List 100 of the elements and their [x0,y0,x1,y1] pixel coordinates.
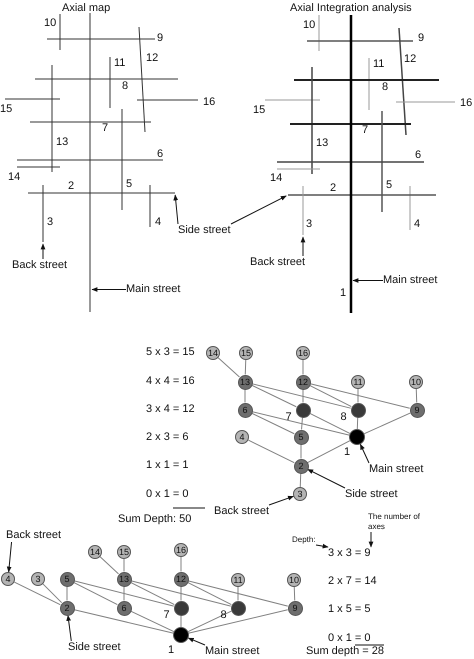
axial-line-number: 8 [122,80,128,93]
graph-edge [130,582,175,606]
axial-line-number: 11 [373,58,384,71]
graph-edge [188,610,232,632]
pointer-arrow [352,278,384,283]
axial-line-number: 4 [414,218,420,231]
map-title: Axial map [62,2,110,15]
graph-edge [307,440,350,464]
graph-node-circle: 9 [410,402,424,418]
depth-equation: 2 x 3 = 6 [146,431,189,444]
axial-line-number: 2 [68,180,74,193]
depth-equation: 3 x 3 = 9 [328,547,371,560]
pointer-arrow [368,532,374,548]
node-number: 1 [344,446,350,459]
graph-edge [302,360,304,375]
graph-node-circle: 4 [235,430,249,444]
axial-line-number: 13 [56,136,68,149]
depth-equation: Sum depth = 28 [306,645,384,658]
graph-edge [251,384,297,408]
graph-node-circle: 11 [231,573,245,587]
depth-equation: 1 x 1 = 1 [146,459,189,472]
pointer-arrow [268,496,294,506]
graph-node-circle: 14 [206,346,220,360]
graph-node-circle: 12 [296,374,310,390]
pointer-label: Side street [345,488,398,501]
map-title: Axial Integration analysis [290,2,412,15]
pointer-arrow [360,444,370,464]
graph-edge [252,383,352,409]
axial-line-number: 5 [386,179,392,192]
axial-line-number: 9 [157,32,164,45]
graph-node-circle: 11 [351,375,365,389]
pointer-label: Back street [214,505,270,518]
axial-line-number: 15 [0,103,12,116]
node-number: 7 [164,609,170,622]
pointer-label: Side street [68,641,121,654]
axial-line [28,192,176,194]
graph-node-circle: 12 [174,572,188,586]
node-number: 7 [286,411,292,424]
graph-edge [100,556,119,574]
graph-node-circle: 3 [31,572,45,586]
graph-edge [310,383,410,409]
axial-line-number: 14 [270,172,282,185]
graph-edge [252,411,350,436]
graph-edge [73,582,118,606]
axial-line-number: 16 [203,96,216,109]
axial-line-number: 13 [316,137,328,150]
graph-edge [251,412,295,434]
node-number: 8 [340,411,347,424]
pointer-label: Back street [12,259,68,272]
graph-node-circle: 10 [409,375,423,389]
graph-edge [74,609,174,634]
graph-node-circle: 4 [1,572,15,586]
pointer-label: Main street [205,645,260,658]
depth-equation: 5 x 3 = 15 [146,346,195,359]
pointer-arrow [307,468,346,488]
axial-line-number: 5 [126,178,132,191]
depth-equation: 0 x 1 = 0 [146,488,189,501]
graph-node-circle: 16 [174,543,188,557]
graph-node-circle: 14 [88,545,102,559]
graph-edge [248,440,295,464]
graph-node-circle: 15 [239,346,253,360]
graph-node-circle: 6 [116,600,132,616]
graph-edge [244,360,246,375]
graph-edge [66,586,68,601]
graph-edge [302,389,304,403]
graph-node-circle: 5 [60,572,74,586]
pointer-arrow [316,544,329,548]
graph-node-circle: 13 [238,374,252,390]
pointer-label: Main street [383,274,438,287]
pointer-arrow [40,243,46,260]
pointer-label: Main street [126,283,180,296]
axial-line [350,15,352,313]
depth-equation: 0 x 1 = 0 [328,632,371,645]
pointer-arrow [230,195,287,224]
graph-node-circle: 10 [287,573,301,587]
pointer-label: Back street [6,529,62,542]
depth-equation: 4 x 4 = 16 [146,375,195,388]
pointer-arrow [300,236,306,256]
axial-line-number: 15 [253,104,266,117]
graph-node-circle: 15 [117,545,131,559]
graph-node-circle: 3 [293,487,307,501]
graph-edge [14,582,61,606]
graph-node-circle: 2 [60,600,74,616]
axial-line-number: 1 [340,287,346,300]
axial-line-number: 16 [460,97,472,110]
axial-line-number: 6 [415,149,422,162]
graph-edge [309,412,350,434]
pointer-arrow [66,614,72,642]
axial-line-number: 8 [382,81,388,94]
graph-edge [180,586,182,601]
graph-edge [180,556,182,572]
graph-edge [218,357,240,378]
graph-node-circle: 5 [294,430,308,444]
graph-edge [294,586,296,601]
graph-node-circle: 13 [116,572,132,586]
axial-line-number: 12 [146,52,158,65]
graph-edge [130,610,174,632]
axial-line-number: 10 [44,17,56,30]
graph-edge [300,473,302,488]
graph-edge [301,416,303,430]
